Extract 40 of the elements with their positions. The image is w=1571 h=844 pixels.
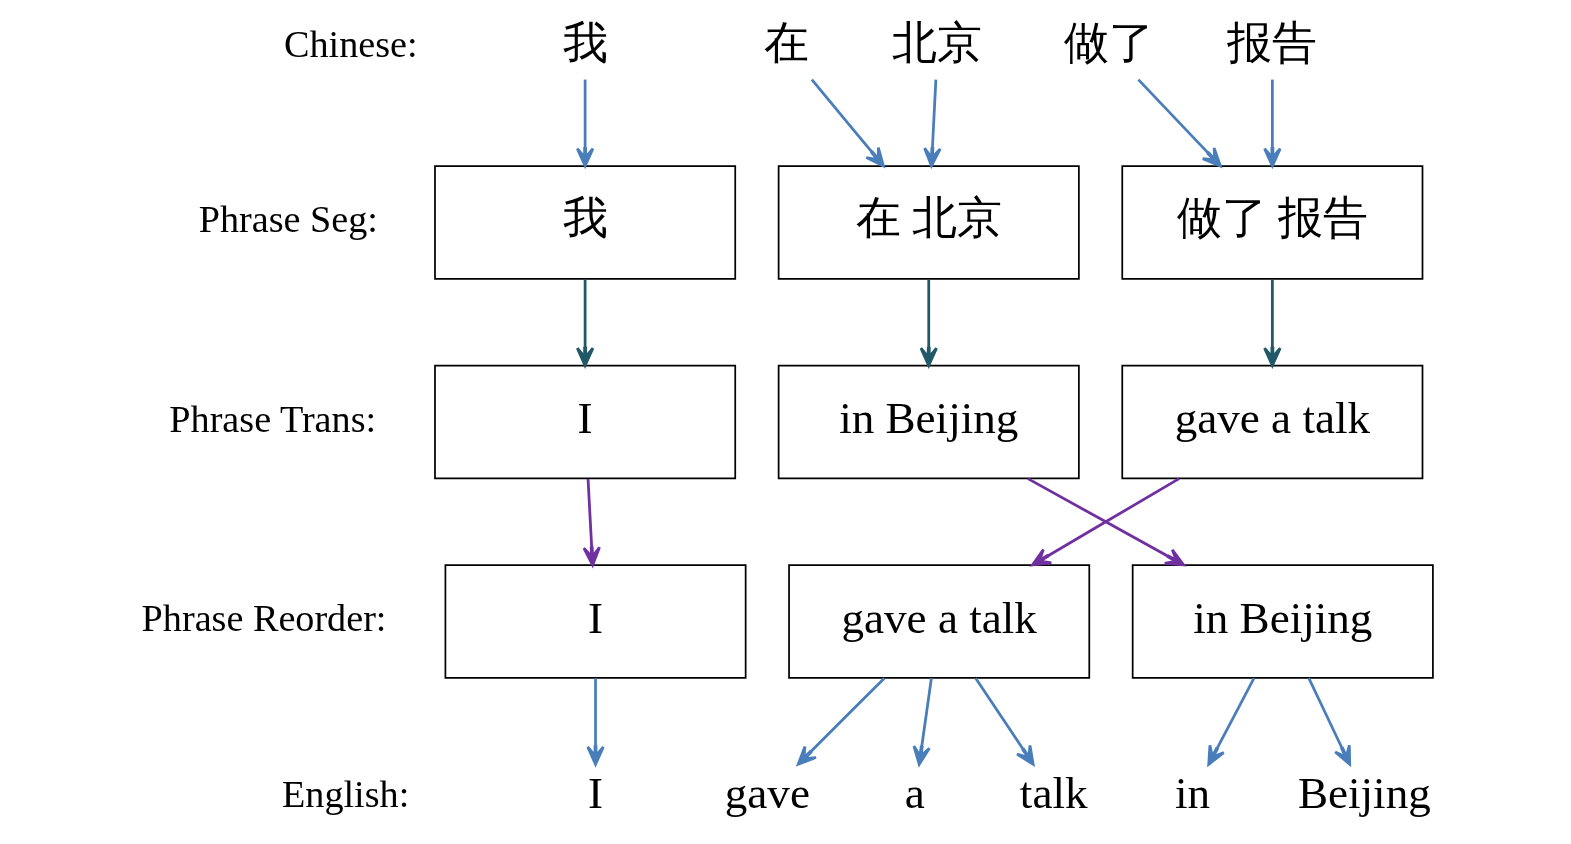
node-text: I xyxy=(587,767,603,818)
node-text: 在 xyxy=(763,18,809,69)
arrow xyxy=(575,79,594,168)
label: Phrase Reorder: xyxy=(141,597,386,640)
node-text: in xyxy=(1174,767,1210,818)
node-box: 我 xyxy=(433,165,736,280)
node-box: gave a talk xyxy=(1120,364,1423,480)
node-box: 在 北京 xyxy=(777,165,1080,280)
node-text: 报告 xyxy=(1226,18,1317,69)
arrow xyxy=(912,677,933,766)
arrow xyxy=(922,79,942,168)
node-text: 做了 xyxy=(1063,18,1154,69)
arrow xyxy=(1136,78,1222,168)
arrow xyxy=(575,279,594,367)
node-box: gave a talk xyxy=(787,564,1090,679)
label: Phrase Seg: xyxy=(198,198,378,241)
node-box: in Beijing xyxy=(777,364,1080,480)
arrow xyxy=(1307,677,1351,766)
arrow xyxy=(919,279,938,367)
node-box: I xyxy=(444,564,746,679)
node-text: a xyxy=(904,767,925,818)
node-box: I xyxy=(433,364,736,480)
arrow xyxy=(1206,677,1255,766)
node-box: 做了 报告 xyxy=(1120,165,1423,280)
arrow xyxy=(796,677,885,766)
node-text: 北京 xyxy=(891,18,982,69)
node-text: talk xyxy=(1019,767,1088,818)
label: Chinese: xyxy=(283,22,418,65)
arrow xyxy=(582,478,601,567)
arrow xyxy=(1262,279,1282,367)
node-box: in Beijing xyxy=(1131,564,1434,679)
arrow xyxy=(810,78,885,168)
label: English: xyxy=(281,772,409,815)
arrow xyxy=(1262,79,1282,168)
node-text: gave xyxy=(724,767,810,818)
arrow xyxy=(585,678,605,766)
arrow xyxy=(974,677,1035,766)
node-text: Beijing xyxy=(1297,767,1431,818)
label: Phrase Trans: xyxy=(168,397,376,440)
node-text: 我 xyxy=(562,18,608,69)
